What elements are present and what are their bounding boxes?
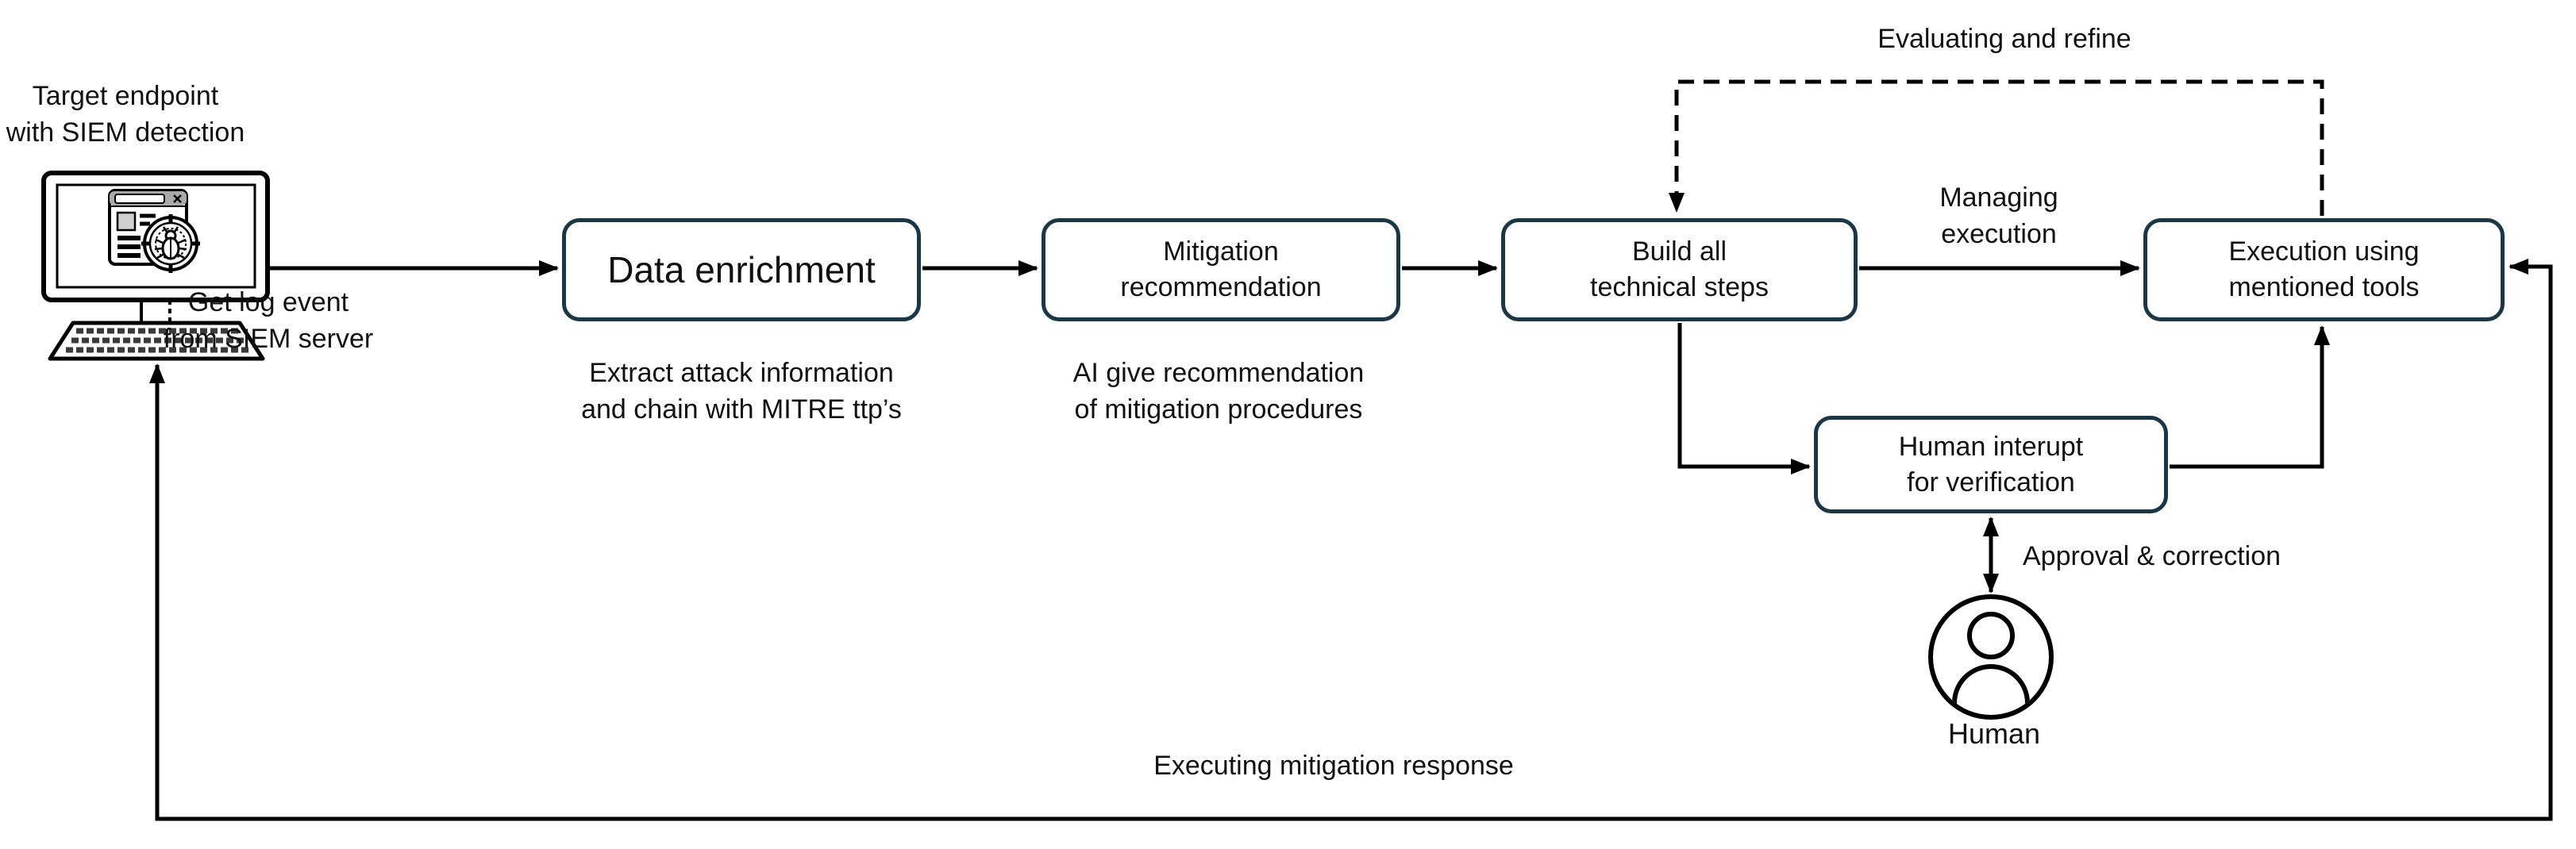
bug-crosshair-icon: [141, 214, 200, 273]
close-icon: [173, 194, 182, 203]
node-human-interrupt: Human interupt for verification: [1814, 416, 2168, 513]
edge-label-get-log: Get log event from SIEM server: [163, 287, 374, 354]
note-ai-recommendation: AI give recommendation of mitigation pro…: [1072, 358, 1365, 424]
node-label: Data enrichment: [607, 249, 876, 290]
node-label: Execution using: [2228, 236, 2420, 267]
edge-label-executing-response: Executing mitigation response: [1153, 751, 1514, 781]
endpoint-computer-icon: [41, 171, 270, 361]
node-label: Build all: [1631, 236, 1727, 267]
node-label: Mitigation: [1163, 236, 1279, 267]
arrow-human-interrupt-to-execution: [2170, 325, 2330, 469]
flow-arrows: [149, 259, 2553, 821]
node-data-enrichment: Data enrichment: [562, 218, 921, 321]
node-label: Human interupt: [1898, 431, 2084, 462]
arrow-evaluating-refine-dashed: [1669, 79, 2324, 216]
node-label: for verification: [1907, 467, 2075, 497]
node-label: mentioned tools: [2228, 272, 2420, 302]
edge-label-approval-correction: Approval & correction: [2023, 541, 2281, 571]
note-extract-attack: Extract attack information and chain wit…: [581, 358, 902, 424]
node-label: technical steps: [1590, 272, 1769, 302]
human-caption: Human: [1947, 717, 2041, 750]
edge-label-managing-execution: Managing execution: [1939, 182, 2058, 249]
edge-label-evaluating-refine: Evaluating and refine: [1877, 24, 2131, 54]
arrow-executing-response-loop: [149, 259, 2553, 821]
arrow-build-to-human-interrupt: [1677, 323, 1811, 474]
node-build-technical-steps: Build all technical steps: [1501, 218, 1858, 321]
node-mitigation-recommendation: Mitigation recommendation: [1042, 218, 1400, 321]
node-label: recommendation: [1120, 272, 1322, 302]
human-icon: [1928, 594, 2054, 720]
node-execution-tools: Execution using mentioned tools: [2143, 218, 2505, 321]
endpoint-caption: Target endpoint with SIEM detection: [6, 81, 245, 148]
